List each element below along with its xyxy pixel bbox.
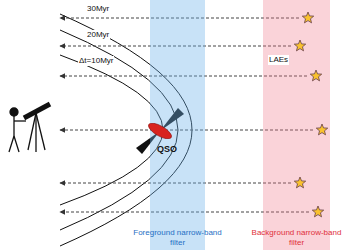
filter-label: Background narrow-band filter (251, 228, 343, 247)
arm (14, 120, 26, 121)
qso-label: QSO (157, 144, 177, 154)
qso-disk (146, 123, 174, 139)
tripod-leg (35, 113, 36, 152)
tripod-leg (28, 113, 36, 150)
filter-band: Background narrow-band filter (263, 0, 330, 250)
body (13, 116, 14, 136)
observer (9, 104, 50, 152)
filter-label: Foreground narrow-band filter (132, 228, 224, 247)
qso-galaxy: QSO (146, 123, 174, 139)
time-label: 30Myr (86, 4, 110, 14)
leg (9, 136, 14, 152)
target-label: LAEs (268, 55, 289, 65)
leg (14, 136, 19, 152)
head (10, 108, 18, 116)
time-label: Δt=10Myr (78, 56, 114, 66)
time-label: 20Myr (86, 30, 110, 40)
qso-ellipse (146, 123, 174, 139)
tripod-leg (36, 113, 45, 150)
